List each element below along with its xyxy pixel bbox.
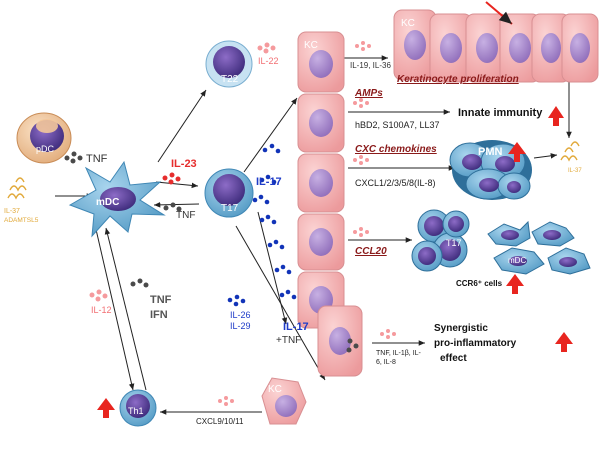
dots-il19	[355, 41, 371, 51]
arrow-mdc-to-th1	[94, 224, 135, 391]
ccr6-cells-label: CCR6⁺ cells	[456, 279, 503, 288]
pmn-label: PMN	[478, 146, 503, 158]
innate-immunity-label: Innate immunity	[458, 107, 543, 119]
kc-nucleus	[309, 228, 333, 256]
th1-label: Th1	[128, 406, 144, 416]
il37-left-label-2: ADAMTSL5	[4, 217, 39, 224]
red-up-arrows	[97, 106, 573, 418]
mdc-label: mDC	[96, 197, 119, 208]
arrow-mdc-to-t17	[155, 181, 199, 189]
il23-label: IL-23	[171, 158, 197, 170]
kc-nucleus	[329, 327, 351, 355]
cytokines-label-2: 6, IL-8	[376, 359, 396, 366]
kc-top-label: KC	[304, 40, 318, 51]
red-diagonal-arrow-icon	[485, 1, 513, 25]
dots-tnf-back	[163, 202, 182, 212]
kc-nucleus	[404, 30, 426, 60]
ccl20-label: CCL20	[355, 246, 387, 257]
dots-tnf-pdc	[64, 151, 83, 164]
cxc-list-label: CXCL1/2/3/5/8(IL-8)	[355, 178, 436, 188]
keratinocyte-proliferation-label: Keratinocyte proliferation	[397, 74, 519, 85]
tnf-th1-label: TNF	[150, 294, 172, 306]
t17-cluster: T17	[411, 209, 470, 272]
pdc-cell: pDC	[16, 112, 72, 164]
arrow-t17-to-kc	[243, 97, 298, 173]
dots-il23	[162, 172, 181, 185]
kc-nucleus	[476, 33, 498, 63]
swirl-icon	[560, 141, 580, 162]
synergistic-label-3: effect	[440, 353, 467, 364]
dots-il12	[89, 289, 108, 302]
cxc-chemokines-label: CXC chemokines	[355, 144, 437, 155]
red-up-arrow-icon	[506, 274, 524, 294]
dots-ccl20	[353, 227, 369, 237]
dots-synergistic	[380, 329, 396, 339]
arrows	[55, 55, 572, 415]
synergistic-label-1: Synergistic	[434, 323, 488, 334]
dots-cxc	[353, 155, 369, 165]
pdc-label: pDC	[36, 144, 55, 154]
il29-label: IL-29	[230, 321, 251, 331]
t17-label: T17	[221, 203, 239, 214]
dots-amps	[353, 98, 369, 108]
amps-list-label: hBD2, S100A7, LL37	[355, 120, 440, 130]
red-up-arrow-icon	[97, 398, 115, 418]
t22-cell: T22	[205, 40, 253, 88]
il12-label: IL-12	[91, 305, 112, 315]
il26-label: IL-26	[230, 310, 251, 320]
kc-nucleus	[309, 50, 333, 78]
synergistic-label-2: pro-inflammatory	[434, 338, 517, 349]
labels: TNF IL-37 ADAMTSL5 IL-23 TNF IL-22 IL-17…	[4, 56, 582, 426]
il37-left-label-1: IL-37	[4, 208, 20, 215]
dots-kc-tnf	[346, 338, 359, 353]
dots-il17	[252, 143, 297, 300]
arrow-t17-to-kc-bottom	[235, 225, 326, 381]
mdc-cell: mDC	[68, 160, 166, 238]
dots-il26-il29	[227, 294, 246, 307]
t17-cell: T17	[204, 168, 254, 218]
tnf-pdc-label: TNF	[86, 153, 108, 165]
dots-cxcl	[218, 396, 234, 406]
dots-tnf-ifn	[130, 278, 149, 288]
amps-label: AMPs	[354, 88, 383, 99]
plus-tnf-label: +TNF	[276, 335, 301, 346]
kc-nucleus	[570, 33, 590, 63]
cxcl-label: CXCL9/10/11	[196, 417, 244, 426]
il19-il36-label: IL-19, IL-36	[350, 61, 391, 70]
red-up-arrow-icon	[555, 332, 573, 352]
kc-nucleus	[309, 169, 333, 197]
th1-cell: Th1	[119, 389, 157, 427]
il22-label: IL-22	[258, 56, 279, 66]
kc-row-label: KC	[401, 18, 415, 29]
dots-il22	[257, 42, 276, 54]
tnf-back-label: TNF	[176, 210, 195, 221]
kc-nucleus	[541, 33, 561, 63]
pmn-cluster: PMN	[449, 140, 532, 200]
mdc-cluster-label: mDC	[508, 256, 526, 265]
kc-nucleus	[440, 33, 462, 63]
arrow-mdc-to-t22	[157, 89, 207, 163]
cytokine-dots	[64, 41, 396, 406]
t17-cluster-label: T17	[446, 238, 462, 248]
il37-right-label: IL-37	[568, 168, 582, 174]
proliferating-kc-row: KC	[393, 1, 599, 83]
kc-nucleus	[509, 33, 531, 63]
ifn-th1-label: IFN	[150, 309, 168, 321]
il17-lower-label: IL-17	[283, 321, 309, 333]
kc-nucleus	[309, 109, 333, 137]
red-up-arrow-icon	[548, 106, 564, 126]
red-up-arrow-icon	[508, 142, 526, 162]
kc-bottom-label: KC	[268, 384, 282, 395]
kc-bottom-cell: KC	[261, 377, 307, 425]
mdc-cluster: mDC	[487, 220, 591, 275]
il17-main-label: IL-17	[256, 176, 282, 188]
swirl-icon	[7, 177, 27, 200]
arrow-th1-to-mdc	[104, 227, 147, 391]
t22-label: T22	[221, 74, 239, 85]
keratinocyte-column: KC	[297, 31, 363, 377]
cytokines-label-1: TNF, IL-1β, IL-	[376, 350, 422, 357]
arrow-t17-to-mdc	[153, 202, 200, 208]
arrow-pmn-to-il37	[533, 153, 558, 159]
